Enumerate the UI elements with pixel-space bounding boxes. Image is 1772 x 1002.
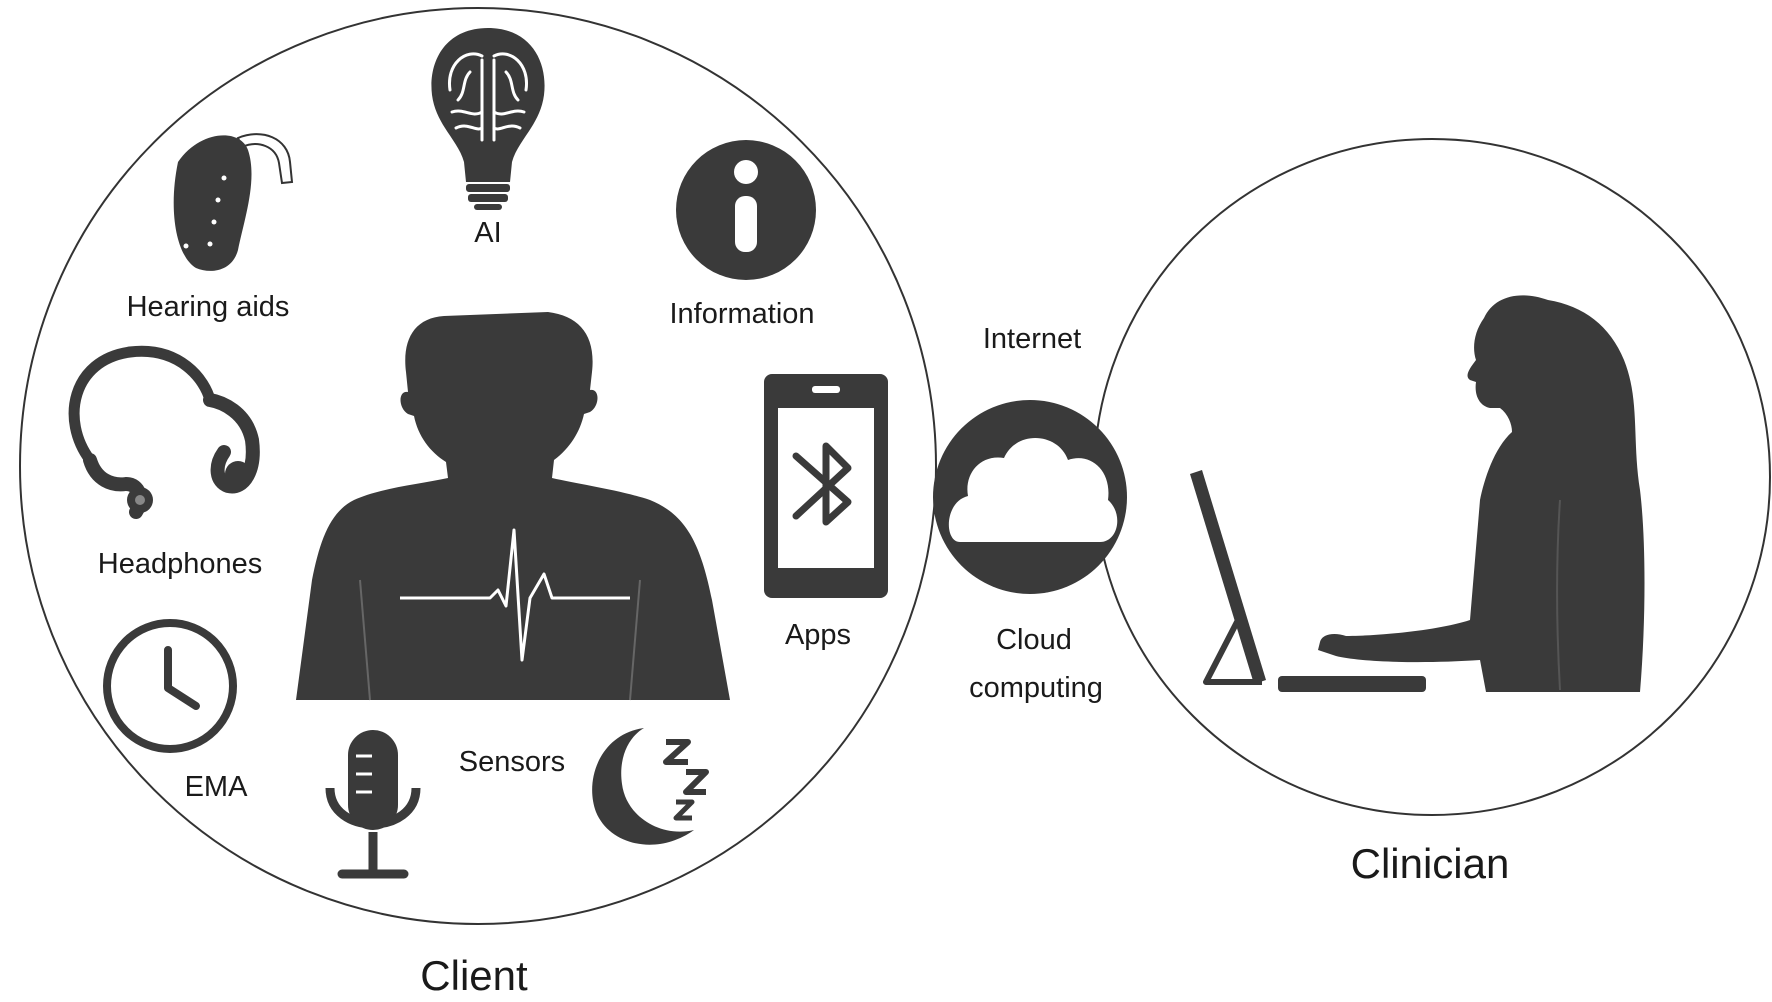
- information-icon: [676, 140, 816, 280]
- brain-bulb-icon: [431, 28, 545, 210]
- label-client: Client: [420, 952, 528, 999]
- computer-icon: [1190, 470, 1426, 692]
- heartbeat-icon: [400, 528, 630, 662]
- clock-icon: [103, 619, 237, 753]
- label-internet: Internet: [983, 323, 1081, 355]
- label-hearing-aids: Hearing aids: [127, 291, 290, 323]
- label-clinician: Clinician: [1351, 840, 1510, 887]
- cloud-icon: [933, 400, 1127, 594]
- hearing-aid-icon: [173, 133, 294, 271]
- microphone-icon: [325, 730, 421, 879]
- bluetooth-icon: [792, 442, 852, 526]
- clinician-silhouette-icon: [1318, 295, 1645, 692]
- client-circle: [19, 7, 937, 925]
- label-apps: Apps: [785, 619, 851, 651]
- label-ema: EMA: [185, 771, 249, 803]
- label-ai: AI: [474, 217, 501, 249]
- label-computing: computing: [969, 672, 1103, 704]
- label-information: Information: [669, 298, 814, 330]
- moon-sleep-icon: [592, 728, 709, 845]
- label-cloud: Cloud: [996, 624, 1072, 656]
- label-headphones: Headphones: [98, 548, 262, 580]
- person-silhouette-icon: [296, 312, 730, 701]
- headphones-icon: [68, 345, 260, 519]
- label-sensors: Sensors: [459, 746, 565, 778]
